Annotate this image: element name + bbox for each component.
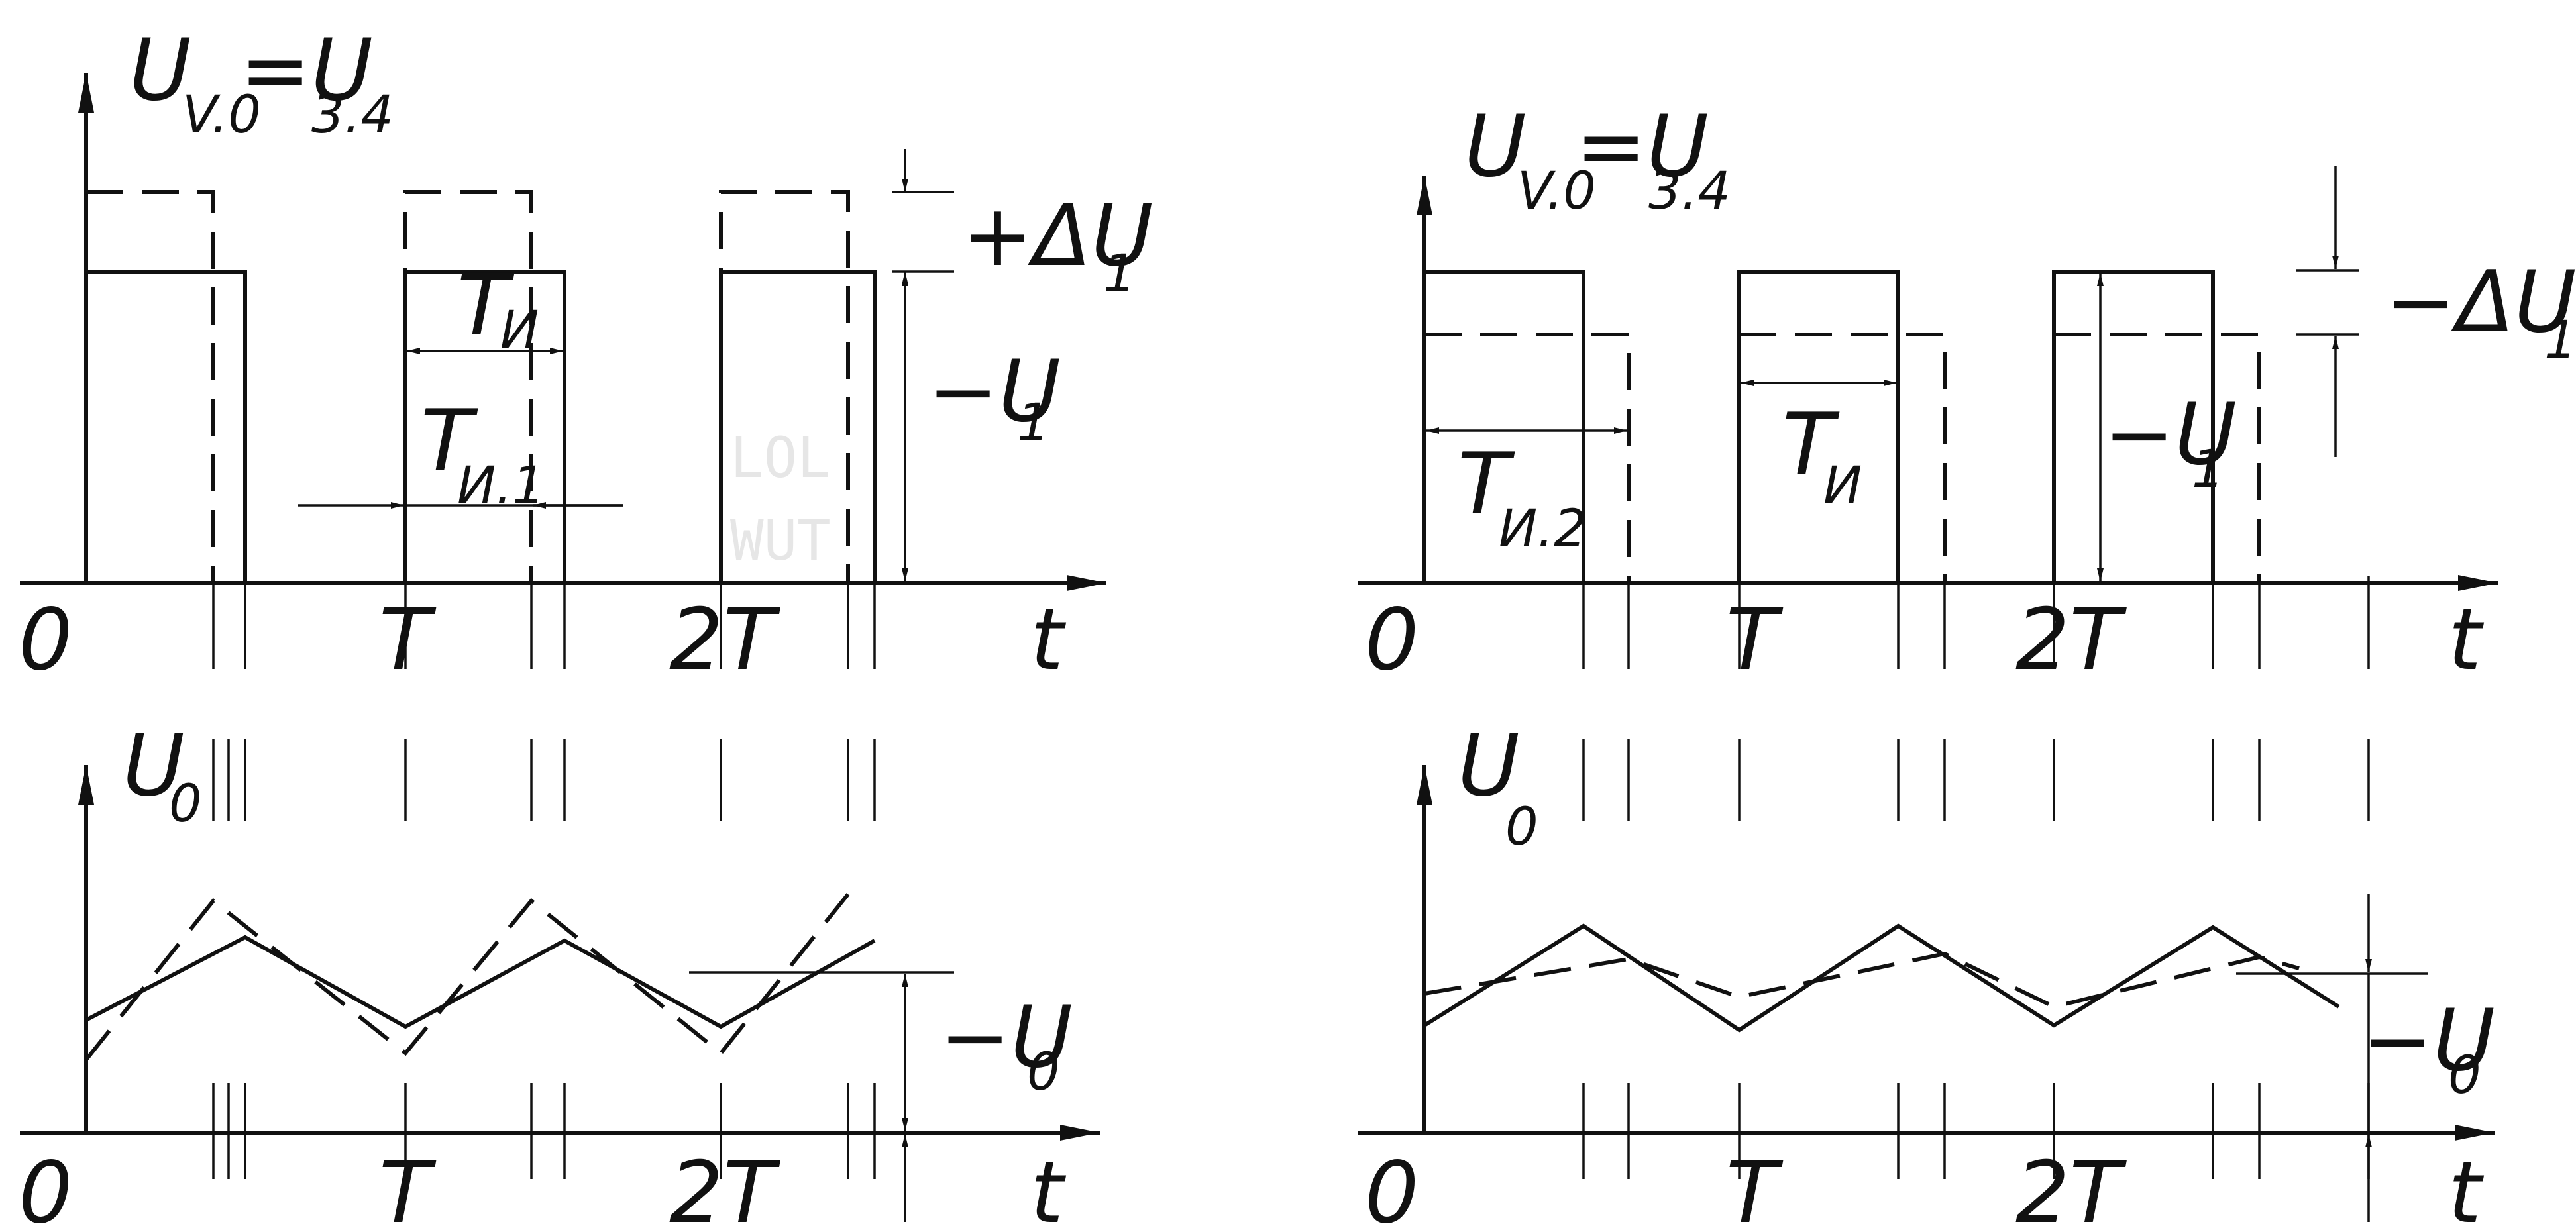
solid-pulse-3: [719, 270, 877, 583]
watermark: WUT: [730, 508, 831, 573]
y-axis-label: U: [123, 717, 185, 815]
pulse1-width-sub: И.1: [457, 456, 545, 516]
solid-pulse-3: [2052, 270, 2215, 583]
solid-triangle-wave: [1423, 923, 2340, 1033]
pulse-width-sub: И: [500, 301, 539, 360]
y-axis-label-eq-sub: 3.4: [311, 85, 394, 145]
solid-pulse-1: [1422, 270, 1585, 583]
x-axis-label: t: [1030, 591, 1067, 690]
pulse-width-sub: И: [1823, 456, 1862, 516]
dimension-pulse-width: [1426, 380, 1897, 434]
right-bottom-panel: U 0 0 T 2T t −U 0: [1358, 717, 2495, 1232]
x-ticks-upper: [1582, 739, 2370, 821]
delta-u1-label: −ΔU: [2385, 253, 2576, 352]
dimension-u1: [892, 149, 954, 584]
y-axis-label-sub: V.0: [182, 85, 261, 145]
watermark: LOL: [730, 425, 831, 490]
x-axis-label: t: [2448, 1144, 2485, 1232]
left-bottom-panel: U 0 0 T 2T t −U 0: [19, 717, 1100, 1232]
u1-sub: 1: [1017, 393, 1050, 453]
delta-u1-sub: 1: [1103, 244, 1136, 304]
dimension-u0: [2236, 894, 2428, 1222]
y-axis-label-eq-sub: 3.4: [1648, 162, 1731, 221]
pulse1-width-label: T: [421, 392, 478, 491]
tick-label-2T: 2T: [669, 591, 780, 690]
u0-sub: 0: [1027, 1043, 1060, 1102]
pulse-width-label: T: [457, 256, 515, 355]
y-axis-label-sub: 0: [169, 774, 202, 834]
solid-pulse-1: [84, 270, 247, 583]
dashed-triangle-wave: [84, 893, 850, 1061]
solid-triangle-wave: [85, 935, 876, 1029]
dashed-pulse-2: [1739, 333, 1947, 583]
tick-label-2T: 2T: [2015, 1144, 2127, 1232]
u1-label: −U: [928, 342, 1061, 441]
dashed-pulse-2: [403, 190, 533, 583]
origin-label: 0: [1365, 591, 1419, 690]
left-top-panel: U V.0 =U 3.4 0 T 2T t +ΔU 1 −U 1 T И T И…: [19, 21, 1154, 690]
y-axis-label-eq: =U: [1576, 97, 1709, 196]
u0-sub: 0: [2448, 1046, 2481, 1105]
right-top-panel: U V.0 =U 3.4 0 T 2T t −ΔU 1 −U 1 T И T И…: [1358, 97, 2576, 690]
delta-u1-sub: 1: [2544, 311, 2576, 370]
tick-label-T: T: [379, 1144, 437, 1232]
origin-label: 0: [19, 1144, 72, 1232]
x-ticks: [1582, 576, 2370, 669]
dimension-u0: [689, 971, 954, 1222]
tick-label-T: T: [1726, 1144, 1784, 1232]
delta-u1-label: +ΔU: [962, 187, 1154, 285]
u1-sub: 1: [2192, 440, 2225, 499]
pulse-width-label: T: [1782, 395, 1840, 494]
dimension-pulse-width: [298, 348, 623, 509]
x-axis-label: t: [1030, 1144, 1067, 1232]
y-axis-label: U: [1458, 717, 1520, 815]
y-axis-label-sub: V.0: [1517, 162, 1596, 221]
solid-pulse-2: [1737, 270, 1900, 583]
u0-label: −U: [2362, 992, 2495, 1090]
dashed-pulse-3: [719, 190, 850, 583]
tick-label-2T: 2T: [669, 1144, 780, 1232]
y-axis-label-sub: 0: [1505, 797, 1538, 857]
tick-label-T: T: [1726, 591, 1784, 690]
dashed-pulse-1: [86, 190, 215, 583]
dashed-pulse-3: [2054, 333, 2261, 583]
tick-label-T: T: [379, 591, 437, 690]
y-axis-label: U: [129, 21, 191, 120]
y-axis-label-eq: =U: [240, 21, 373, 120]
dashed-pulse-1: [1424, 333, 1631, 583]
u1-label: −U: [2104, 385, 2237, 484]
x-axis-label: t: [2448, 591, 2485, 690]
dashed-triangle-wave: [1424, 951, 2300, 1009]
tick-label-2T: 2T: [2015, 591, 2127, 690]
origin-label: 0: [1365, 1144, 1419, 1232]
pulse2-width-sub: И.2: [1499, 499, 1587, 559]
y-axis-label: U: [1464, 97, 1527, 196]
x-ticks: [212, 583, 876, 669]
x-ticks-upper: [212, 739, 876, 821]
solid-pulse-2: [403, 270, 566, 583]
origin-label: 0: [19, 591, 72, 690]
x-ticks-lower: [212, 1083, 876, 1179]
u0-label: −U: [939, 988, 1073, 1087]
pulse2-width-label: T: [1458, 435, 1515, 534]
dimension-delta-u1: [2296, 166, 2359, 457]
